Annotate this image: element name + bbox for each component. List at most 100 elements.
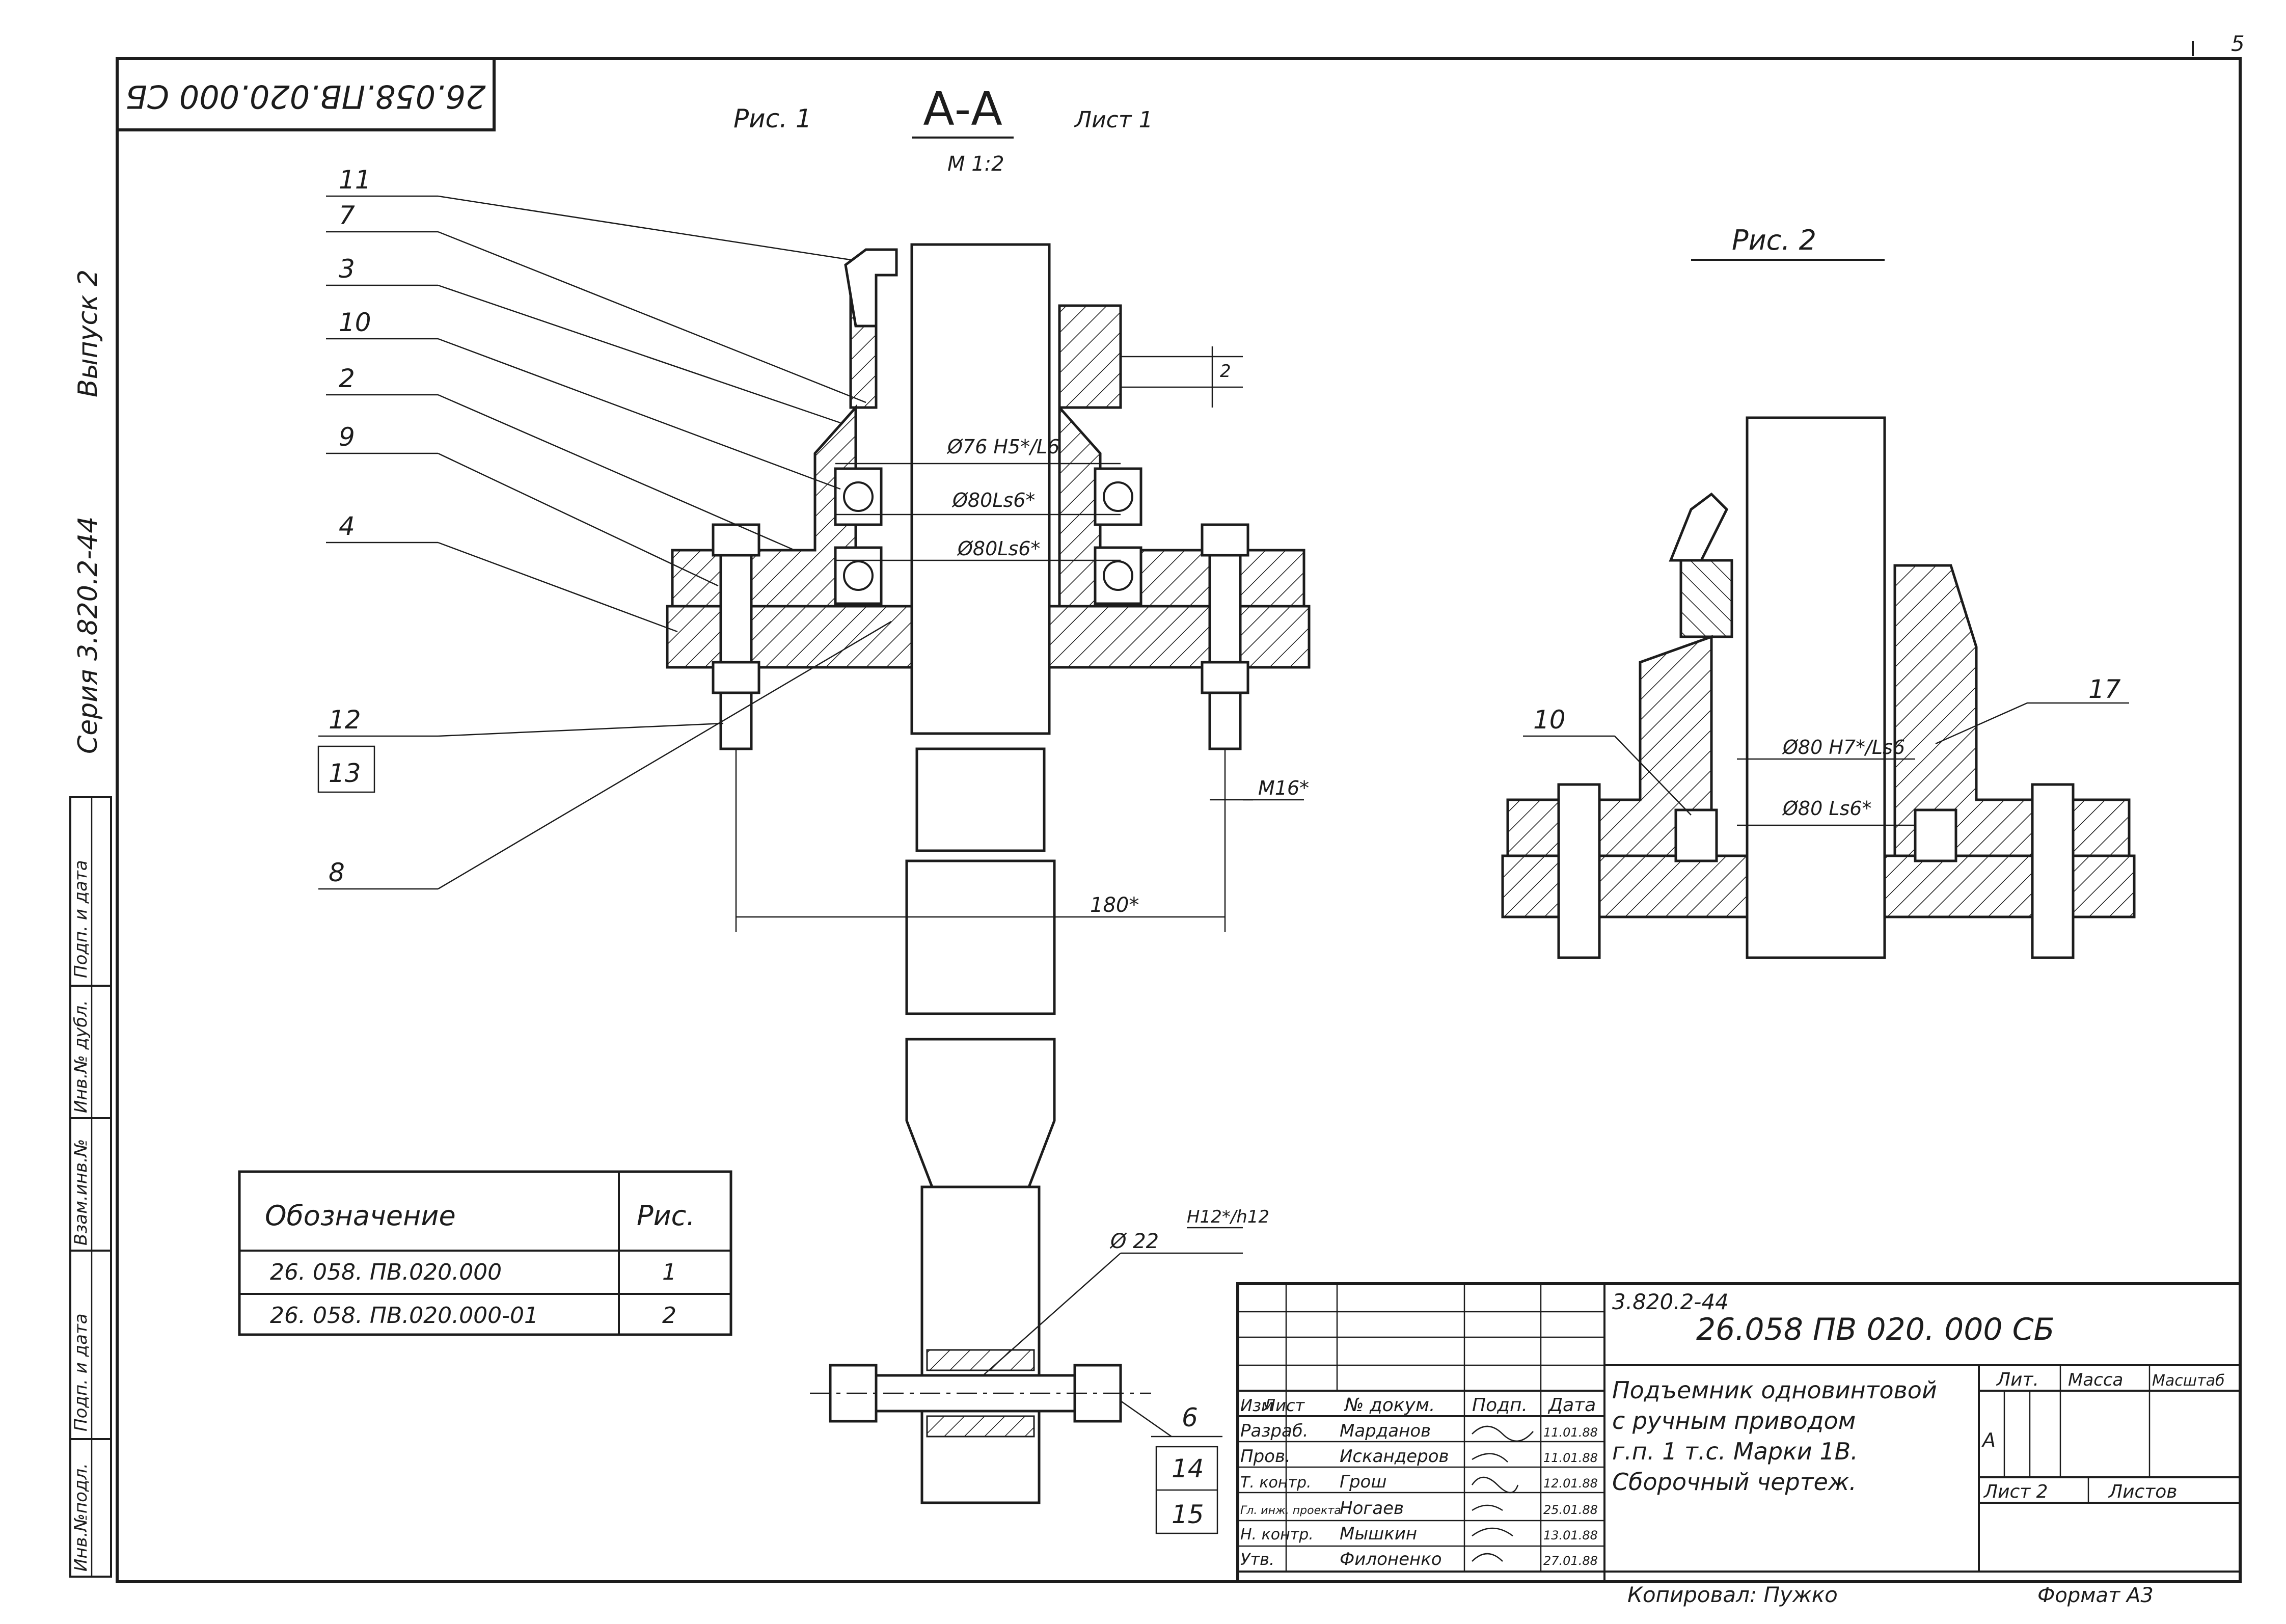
- sheets-label: Листов: [2108, 1481, 2177, 1502]
- name-chief-engineer: Ногаев: [1340, 1498, 1404, 1519]
- fig2-shaft: [1746, 416, 1886, 959]
- lit-header: Лит.: [1996, 1369, 2039, 1390]
- callout-9: 9: [339, 422, 355, 452]
- sig-header-date: Дата: [1547, 1395, 1596, 1416]
- screw-neck: [905, 1038, 1056, 1188]
- bolt-right-nut: [1201, 661, 1249, 694]
- role-approved: Утв.: [1240, 1550, 1274, 1569]
- name-approved: Филоненко: [1340, 1549, 1442, 1569]
- variants-header-fig: Рис.: [637, 1200, 695, 1232]
- side-label-5: Инв.№подл.: [71, 1463, 91, 1572]
- variants-row2-designation: 26. 058. ПВ.020.000-01: [270, 1303, 538, 1329]
- fig1-section: А-А: [923, 83, 1002, 136]
- fig2-title: Рис. 2: [1732, 224, 1816, 256]
- pin-hatch: [926, 1349, 1035, 1371]
- dim-d22: Ø 22: [1109, 1230, 1159, 1253]
- callout-6: 6: [1182, 1403, 1198, 1432]
- role-norm-control: Н. контр.: [1240, 1526, 1314, 1544]
- fig2-dim-d80a: Ø80 H7*/Ls6: [1782, 736, 1905, 759]
- screw-tail: [920, 1185, 1041, 1504]
- fig2-handle-hook: [1669, 492, 1729, 562]
- handle-hook: [844, 248, 898, 328]
- fig2-left-sleeve: [1679, 559, 1733, 638]
- date-norm-control: 13.01.88: [1543, 1528, 1598, 1542]
- callout-10: 10: [339, 308, 371, 337]
- fig2-callout-10: 10: [1533, 705, 1566, 735]
- bolt-left-body: [719, 554, 753, 674]
- sheet-number: 5: [2231, 31, 2245, 56]
- bearing-upper-right: [1094, 467, 1142, 526]
- role-chief-engineer: Гл. инж. проекта: [1240, 1504, 1341, 1517]
- copied-by: Копировал: Пужко: [1627, 1582, 1838, 1607]
- callout-12: 12: [329, 705, 361, 735]
- bolt-left-nut: [712, 661, 760, 694]
- variants-row1-designation: 26. 058. ПВ.020.000: [270, 1259, 502, 1285]
- side-label-1: Подп. и дата: [71, 860, 91, 978]
- pin-hatch-2: [926, 1415, 1035, 1438]
- title-block: Изм Лист № докум. Подп. Дата Разраб. Мар…: [1236, 1282, 2242, 1607]
- dim-d76: Ø76 H5*/L6: [946, 436, 1059, 458]
- mass-header: Масса: [2068, 1370, 2123, 1390]
- fig1-scale: М 1:2: [947, 152, 1004, 176]
- callout-3: 3: [339, 254, 355, 284]
- date-developer: 11.01.88: [1543, 1425, 1598, 1440]
- right-sleeve: [1058, 304, 1122, 409]
- date-tech-control: 12.01.88: [1543, 1476, 1598, 1491]
- fig1-callouts: 11 7 3 10 2 9 4 12 13 8 6 14 15: [317, 165, 1222, 1534]
- callout-13: 13: [329, 759, 361, 788]
- dim-d22-fit: H12*/h12: [1187, 1207, 1269, 1227]
- lit-value: А: [1981, 1429, 1996, 1451]
- fig2-bolt-left: [1557, 783, 1601, 959]
- fig1-title: Рис. 1: [733, 104, 812, 133]
- fig2-callout-17: 17: [2088, 674, 2121, 704]
- scale-header: Масштаб: [2152, 1372, 2225, 1390]
- callout-2: 2: [339, 364, 355, 393]
- variants-table: Обозначение Рис. 26. 058. ПВ.020.000 1 2…: [238, 1170, 732, 1336]
- callout-11: 11: [339, 165, 371, 195]
- dim-d80b: Ø80Ls6*: [957, 537, 1040, 560]
- title-line-1: Подъемник одновинтовой: [1612, 1376, 1937, 1404]
- dim-180: 180*: [1090, 894, 1139, 917]
- sig-header-sign: Подп.: [1472, 1395, 1528, 1416]
- fig1-sheet: Лист 1: [1074, 107, 1153, 133]
- screw-shaft-mid: [915, 747, 1046, 852]
- bolt-left-tip: [719, 691, 753, 750]
- fig2-bearing-right: [1914, 808, 1957, 862]
- bearing-lower-right: [1094, 546, 1142, 605]
- signature-scribbles: [1471, 1425, 1534, 1562]
- series-label: Серия 3.820.2-44: [73, 517, 103, 754]
- date-checker: 11.01.88: [1543, 1451, 1598, 1465]
- date-approved: 27.01.88: [1543, 1554, 1598, 1568]
- role-checker: Пров.: [1240, 1446, 1291, 1467]
- dim-gap: 2: [1220, 361, 1231, 382]
- fig2-dim-d80b: Ø80 Ls6*: [1782, 797, 1872, 820]
- variants-row2-fig: 2: [662, 1303, 676, 1329]
- callout-15: 15: [1172, 1500, 1204, 1529]
- callout-4: 4: [339, 511, 355, 541]
- fig1-dimensions: Ø76 H5*/L6 Ø80Ls6* Ø80Ls6* 2 М16* 180* Ø…: [946, 361, 1309, 1253]
- sig-header-change: Изм: [1240, 1396, 1273, 1415]
- name-checker: Искандеров: [1340, 1446, 1449, 1467]
- format-label: Формат А3: [2037, 1584, 2154, 1607]
- fig2-bolt-right: [2031, 783, 2075, 959]
- name-tech-control: Грош: [1340, 1472, 1386, 1492]
- dim-m16: М16*: [1258, 777, 1309, 799]
- name-norm-control: Мышкин: [1340, 1524, 1417, 1544]
- bolt-left-head: [712, 523, 760, 557]
- fig2-view: Рис. 2 Ø80 H7*/Ls6 Ø80 Ls6* 10 17: [1501, 224, 2136, 959]
- sheet-label: Лист 2: [1983, 1481, 2048, 1502]
- bolt-right-head: [1201, 523, 1249, 557]
- top-stamp: 26.058.ПВ.020.000 СБ: [116, 57, 496, 131]
- sig-header-doc: № докум.: [1344, 1395, 1435, 1416]
- issue-label: Выпуск 2: [73, 269, 103, 397]
- bearing-upper-left: [834, 467, 883, 526]
- side-label-2: Инв.№ дубл.: [71, 1000, 91, 1113]
- screw-shaft-upper: [910, 243, 1051, 735]
- bearing-lower-left: [834, 546, 883, 605]
- fig1-section-view: [666, 243, 1311, 1504]
- screw-shaft-lower: [905, 859, 1056, 1015]
- dim-d80a: Ø80Ls6*: [951, 489, 1035, 511]
- doc-number: 26.058 ПВ 020. 000 СБ: [1696, 1312, 2055, 1347]
- title-line-4: Сборочный чертеж.: [1612, 1468, 1857, 1496]
